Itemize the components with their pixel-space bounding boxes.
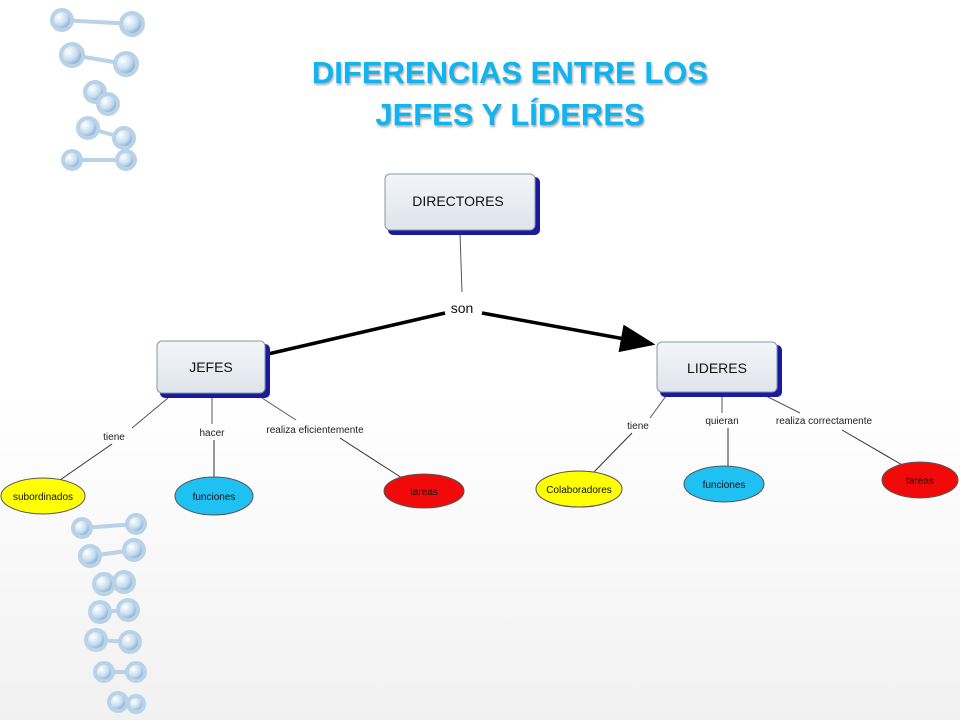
page-title: DIFERENCIAS ENTRE LOS JEFES Y LÍDERES <box>250 52 770 136</box>
link-jefes-hacer: hacer <box>199 428 225 439</box>
connector-tiene-colaboradores <box>591 432 633 475</box>
link-jefes-tiene: tiene <box>103 432 125 443</box>
connector-lideres-tiene <box>649 395 667 419</box>
connector-jefes-realiza <box>261 397 297 421</box>
leaf-colaboradores: Colaboradores <box>535 470 623 508</box>
leaf-funciones-jefes-label: funciones <box>193 492 236 503</box>
connector-realiza-tareas <box>339 437 403 479</box>
node-directores: DIRECTORES <box>384 173 540 235</box>
leaf-tareas-lideres: tareas <box>881 461 959 499</box>
dna-top-decoration <box>50 8 145 171</box>
node-jefes-label: JEFES <box>189 359 233 375</box>
leaf-subordinados: subordinados <box>0 477 86 515</box>
leaf-tareas-jefes: tareas <box>383 473 465 509</box>
node-jefes: JEFES <box>156 340 270 398</box>
link-son: son <box>451 300 474 316</box>
arrow-to-lideres <box>481 311 656 353</box>
leaf-funciones-lideres-label: funciones <box>703 480 746 491</box>
connector-realiza-tareas-lideres <box>841 429 905 467</box>
link-jefes-realiza: realiza eficientemente <box>266 425 364 436</box>
leaf-subordinados-label: subordinados <box>13 492 73 503</box>
leaf-funciones-jefes: funciones <box>174 476 254 516</box>
title-line-2: JEFES Y LÍDERES <box>375 97 645 132</box>
leaf-colaboradores-label: Colaboradores <box>546 485 612 496</box>
connector-jefes-tiene <box>131 397 169 429</box>
link-lideres-realiza: realiza correctamente <box>776 416 873 427</box>
dna-bottom-decoration <box>71 513 147 714</box>
leaf-tareas-lideres-label: tareas <box>906 476 934 487</box>
leaf-funciones-lideres: funciones <box>683 465 765 503</box>
node-lideres: LIDERES <box>656 341 782 397</box>
link-lideres-tiene: tiene <box>627 421 649 432</box>
leaf-tareas-jefes-label: tareas <box>410 487 438 498</box>
node-lideres-label: LIDERES <box>687 360 747 376</box>
node-directores-label: DIRECTORES <box>412 193 504 209</box>
connector-tiene-subordinados <box>59 443 113 481</box>
connector-lideres-realiza <box>765 395 801 414</box>
connector-directores-son <box>459 232 463 293</box>
arrow-to-jefes <box>267 311 446 356</box>
title-line-1: DIFERENCIAS ENTRE LOS <box>311 55 709 90</box>
link-lideres-quieran: quieran <box>705 416 738 427</box>
